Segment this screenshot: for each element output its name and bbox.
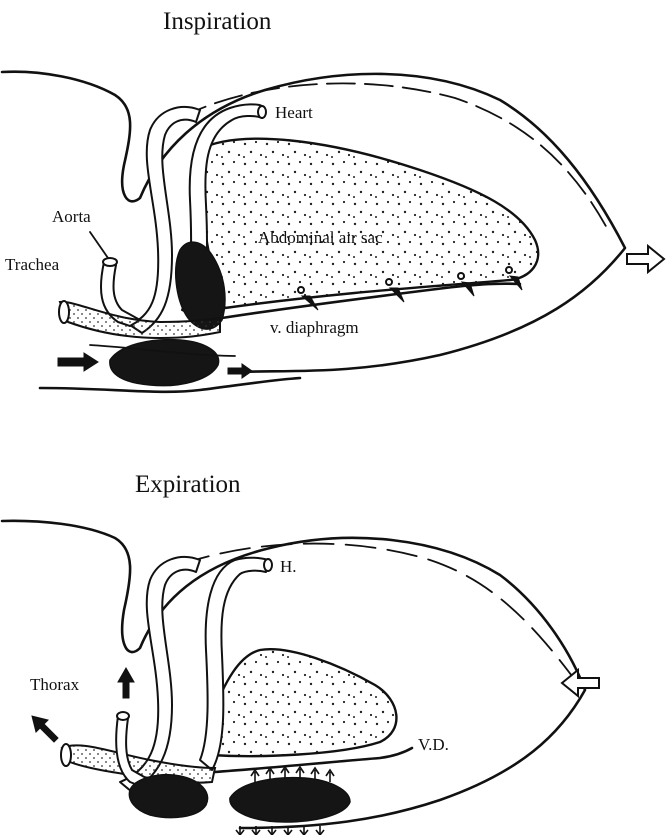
diaphragm-label: V.D. (418, 735, 449, 754)
trachea-label: Trachea (5, 255, 60, 274)
trachea-end (59, 301, 69, 323)
solid-arrow-icon (118, 668, 134, 698)
pin-icon (386, 279, 392, 285)
pin-icon (506, 267, 512, 273)
aorta-tube (116, 716, 146, 786)
aorta-pointer (90, 232, 108, 258)
heart-label: H. (280, 557, 297, 576)
abdominal-air-sac (210, 649, 396, 756)
heart-mass (129, 775, 207, 818)
expiration-title: Expiration (135, 471, 241, 498)
heart-vessel-end (258, 106, 266, 118)
air-sac-label: Abdominal air sac (258, 228, 383, 247)
solid-arrow-icon (58, 353, 98, 371)
solid-arrow-icon (228, 364, 252, 378)
pin-icon (458, 273, 464, 279)
aorta-label: Aorta (52, 207, 91, 226)
inspiration-title: Inspiration (163, 8, 272, 35)
pin-icon (298, 287, 304, 293)
aorta-end (117, 712, 129, 720)
expiration-panel: Expiration V.D. H. Thorax (2, 471, 599, 835)
thorax-label: Thorax (30, 675, 80, 694)
abdominal-air-sac (198, 139, 538, 308)
diaphragm-label: v. diaphragm (270, 318, 359, 337)
aorta-end (103, 258, 117, 266)
lung-mass (230, 778, 350, 822)
hollow-block-arrow-icon (627, 246, 664, 272)
heart-label: Heart (275, 103, 313, 122)
heart-vessel-end (264, 559, 272, 571)
inspiration-panel: Inspiration Abdominal air sac v. diaphra… (2, 8, 664, 392)
trachea-end (61, 744, 71, 766)
hollow-block-arrow-icon (562, 670, 599, 696)
solid-arrow-icon (32, 716, 58, 742)
lung-mass (110, 340, 219, 386)
